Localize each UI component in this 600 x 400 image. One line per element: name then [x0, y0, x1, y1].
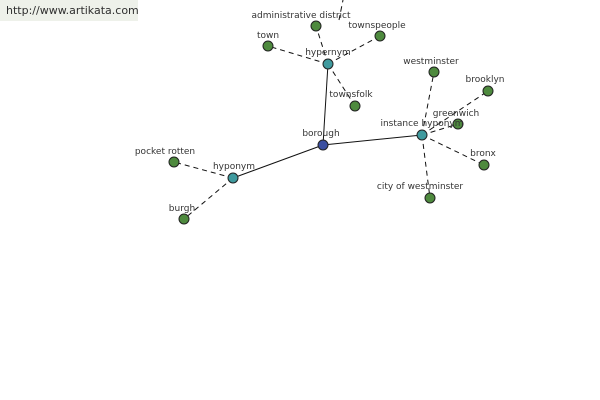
edge-hypernym-town — [267, 45, 329, 65]
edge-hyponym-pocket-rotten — [173, 161, 234, 179]
term-node-city-of-westminster[interactable] — [424, 192, 436, 204]
term-node-administrative-district[interactable] — [310, 20, 322, 32]
graph-nodes — [168, 20, 494, 225]
term-label-town: town — [257, 31, 279, 41]
watermark-link[interactable]: http://www.artikata.com — [0, 0, 139, 21]
term-label-townspeople: townspeople — [348, 21, 406, 31]
term-label-burgh: burgh — [169, 204, 195, 214]
relation-label-hyponym: hyponym — [213, 162, 255, 172]
graph-edges — [173, 0, 489, 220]
relation-node-hyponym[interactable] — [227, 172, 239, 184]
root-node-borough[interactable] — [317, 139, 329, 151]
edge-hypernym-townspeople — [327, 35, 381, 65]
edge-instance-hyponym-westminster — [421, 71, 435, 136]
edge-borough-instance-hyponym — [322, 134, 423, 146]
term-node-pocket-rotten[interactable] — [168, 156, 180, 168]
term-node-brooklyn[interactable] — [482, 85, 494, 97]
term-node-townsfolk[interactable] — [349, 100, 361, 112]
term-label-city-of-westminster: city of westminster — [377, 182, 464, 192]
edge-hyponym-burgh — [183, 177, 234, 220]
edge-borough-hypernym — [322, 63, 329, 146]
term-label-westminster: westminster — [403, 57, 459, 67]
relation-label-hypernym: hypernym — [305, 48, 351, 58]
term-node-greenwich[interactable] — [452, 118, 464, 130]
relation-label-instance-hyponym: instance hyponym — [380, 119, 463, 129]
term-node-westminster[interactable] — [428, 66, 440, 78]
term-label-townsfolk: townsfolk — [329, 90, 373, 100]
term-node-bronx[interactable] — [478, 159, 490, 171]
term-label-bronx: bronx — [470, 149, 496, 159]
term-node-burgh[interactable] — [178, 213, 190, 225]
edge-instance-hyponym-greenwich — [421, 123, 459, 136]
relation-node-instance-hyponym[interactable] — [416, 129, 428, 141]
root-label-borough: borough — [302, 129, 339, 139]
term-label-administrative-district: administrative district — [252, 11, 351, 21]
edge-instance-hyponym-brooklyn — [421, 90, 489, 136]
term-label-brooklyn: brooklyn — [466, 75, 505, 85]
term-node-townspeople[interactable] — [374, 30, 386, 42]
edge-hypernym-administrative-district — [315, 25, 329, 65]
term-node-town[interactable] — [262, 40, 274, 52]
term-label-pocket-rotten: pocket rotten — [135, 147, 195, 157]
term-label-greenwich: greenwich — [433, 109, 480, 119]
edge-offscreen — [338, 0, 344, 21]
edge-instance-hyponym-city-of-westminster — [421, 134, 431, 199]
edge-borough-hyponym — [232, 144, 324, 179]
edge-instance-hyponym-bronx — [421, 134, 485, 166]
relation-node-hypernym[interactable] — [322, 58, 334, 70]
